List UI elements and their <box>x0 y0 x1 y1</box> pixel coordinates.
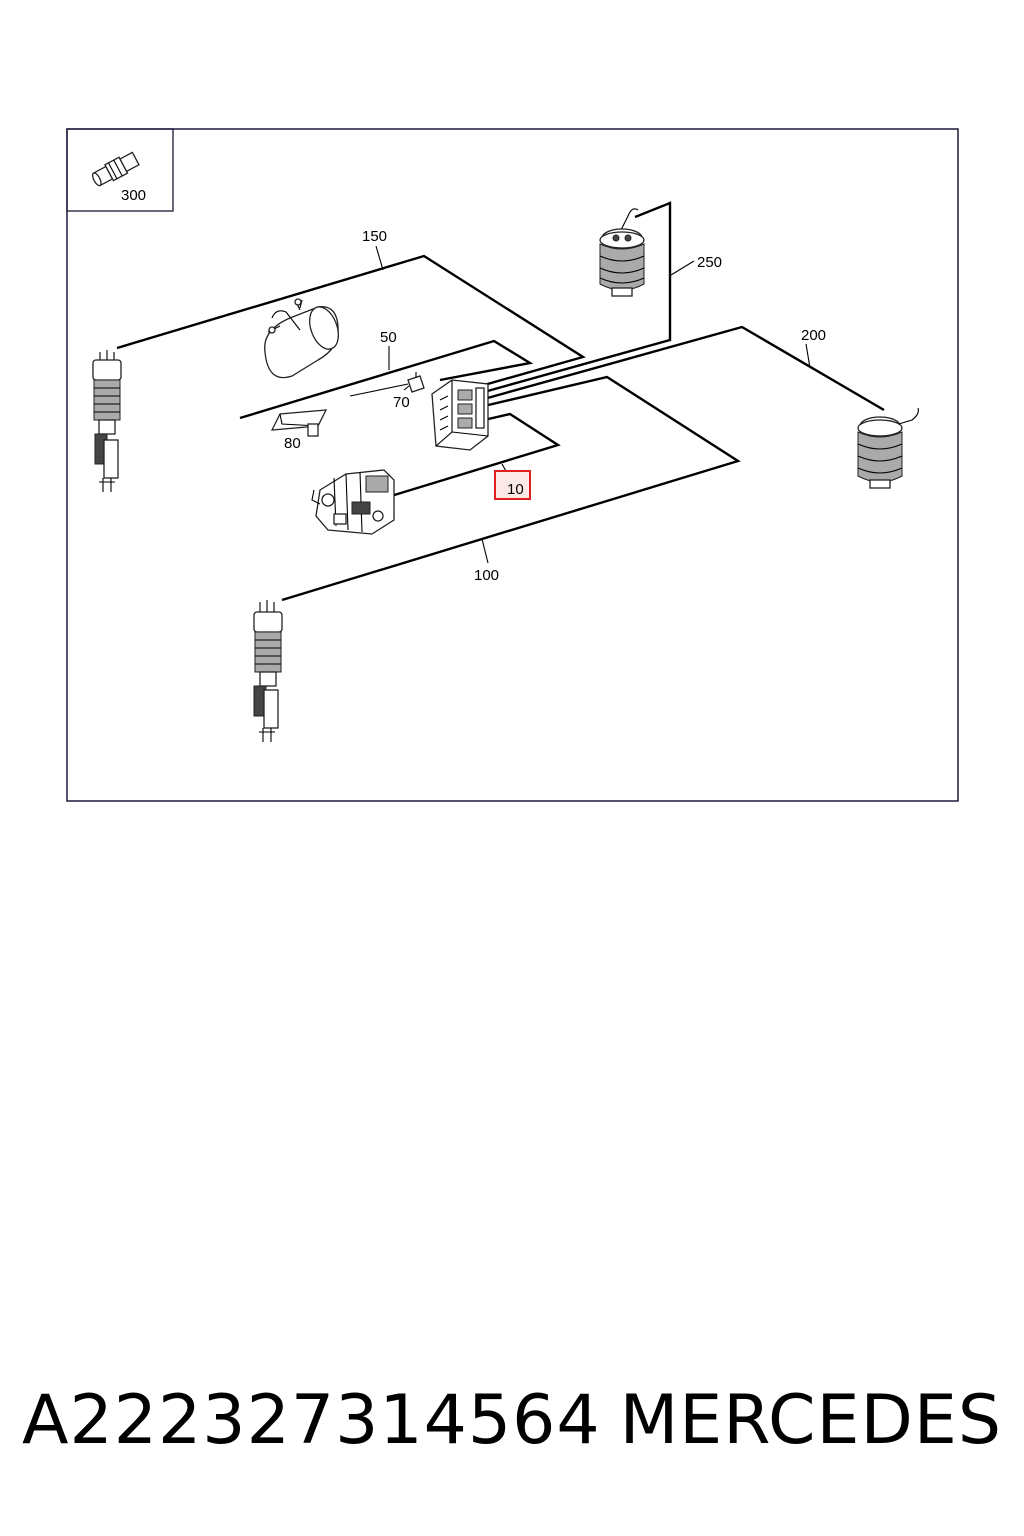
footer: A222327314564 MERCEDES <box>0 1370 1024 1470</box>
front-right-strut-icon <box>253 600 283 742</box>
bracket-80-icon <box>270 409 328 437</box>
inset-box <box>66 128 174 212</box>
leader-100 <box>481 538 489 564</box>
label-10[interactable]: 10 <box>507 481 524 498</box>
front-left-strut-icon <box>92 350 122 492</box>
parts-diagram: 300 150 250 50 200 70 80 10 100 <box>66 128 959 802</box>
rear-air-spring-200-icon <box>857 407 919 489</box>
label-300: 300 <box>121 187 146 204</box>
line-50 <box>239 339 534 420</box>
highlight-box-10[interactable] <box>494 470 531 500</box>
line-250 <box>483 201 672 394</box>
label-200: 200 <box>801 327 826 344</box>
label-100: 100 <box>474 567 499 584</box>
sensor-70-icon <box>349 372 425 397</box>
line-150 <box>116 254 586 387</box>
line-10 <box>390 412 561 498</box>
label-150: 150 <box>362 228 387 245</box>
rear-air-spring-250-icon <box>599 208 645 297</box>
leader-200 <box>805 343 811 369</box>
leader-250 <box>670 260 695 276</box>
air-reservoir-icon <box>264 298 339 379</box>
leader-150 <box>375 245 384 271</box>
label-80: 80 <box>284 435 301 452</box>
label-250: 250 <box>697 254 722 271</box>
connector-300-icon <box>91 151 140 187</box>
line-100 <box>281 375 741 602</box>
brand-name: MERCEDES <box>619 1380 1002 1460</box>
part-number: A222327314564 <box>22 1380 601 1460</box>
valve-block-icon <box>431 379 489 451</box>
compressor-10-icon <box>311 469 395 535</box>
diagram-frame <box>66 128 959 802</box>
line-200 <box>483 325 885 412</box>
label-50: 50 <box>380 329 397 346</box>
label-70: 70 <box>393 394 410 411</box>
